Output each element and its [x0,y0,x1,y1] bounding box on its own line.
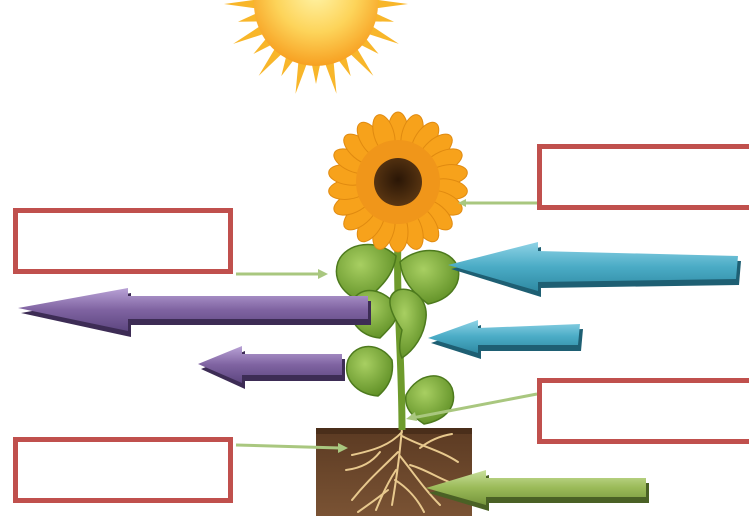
sun-ray [233,24,266,44]
pointer-line-stem [411,392,538,420]
roots [345,427,461,513]
sun-ray [348,46,374,76]
sun-ray [295,59,308,94]
sun-ray [366,24,399,44]
leaf-upper-right [399,249,460,305]
pointer-lines [235,199,538,453]
sun-ray [324,59,337,94]
pointer-line-root [235,443,341,450]
sun-ray [311,61,321,84]
soil-pot-icon [316,427,472,516]
label-box-root[interactable] [13,437,233,503]
stem [394,239,406,431]
leaf-upper-left [335,243,397,303]
block-arrows [18,242,741,511]
sun-ray [224,0,259,9]
sun-ray [373,0,408,9]
leaf-middle-right [389,288,427,360]
sun-ray [258,46,284,76]
sun-icon [224,0,408,94]
sunflower-icon [328,111,468,253]
label-box-flower[interactable] [537,144,749,210]
label-box-leaf[interactable] [13,208,233,274]
label-box-stem[interactable] [537,378,749,444]
leaf-lower-left [345,345,394,397]
